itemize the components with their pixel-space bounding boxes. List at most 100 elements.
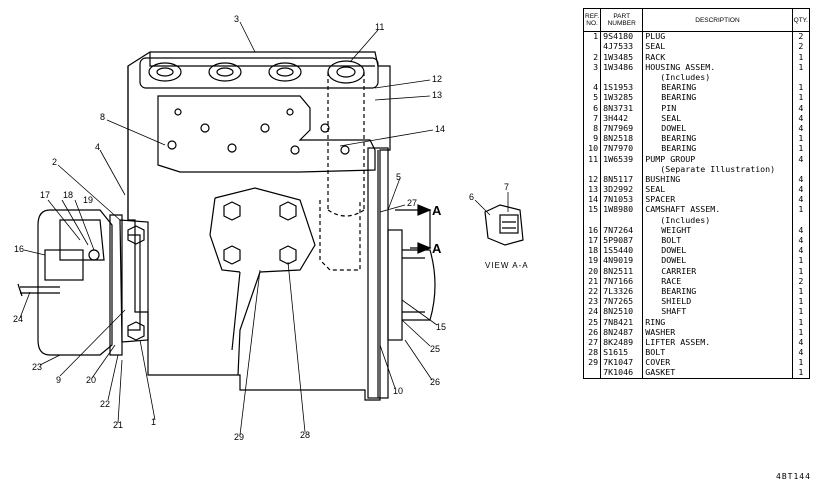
description-cell: BEARING	[642, 82, 793, 94]
part-number-cell: 1W3285	[600, 93, 644, 104]
part-number-cell: 7N7264	[600, 225, 644, 236]
part-number-cell: 1S5440	[600, 245, 644, 257]
part-number-cell: 1W8980	[600, 205, 644, 216]
description-text: RING	[645, 317, 666, 327]
description-cell: RING	[642, 317, 793, 328]
housing	[109, 51, 436, 401]
part-number-cell: 7N7969	[600, 123, 644, 134]
part-number-cell: 3D2992	[600, 184, 644, 195]
description-cell: CARRIER	[642, 266, 793, 277]
ref-cell	[582, 72, 602, 83]
part-number-cell: 5P9087	[600, 235, 644, 246]
ref-cell: 25	[582, 317, 602, 328]
callout-29: 29	[234, 432, 244, 442]
leader-lines	[19, 21, 509, 436]
qty-cell: 4	[792, 245, 811, 257]
callout-6: 6	[469, 192, 474, 202]
ref-cell: 12	[582, 174, 602, 185]
part-number-cell	[600, 215, 644, 226]
part-number-cell: 4N9019	[600, 256, 644, 267]
header-qty: QTY.	[791, 8, 811, 32]
qty-cell: 4	[792, 123, 811, 134]
part-number-cell: 8N2518	[600, 133, 644, 145]
ref-cell: 22	[582, 286, 602, 297]
part-number-cell: 1W6539	[600, 154, 644, 165]
ref-cell: 20	[582, 266, 602, 277]
description-cell: GASKET	[642, 368, 793, 380]
ref-cell: 8	[582, 123, 602, 134]
qty-cell: 4	[792, 337, 811, 348]
qty-cell	[792, 72, 811, 83]
table-row: (Separate Illustration)	[582, 164, 811, 175]
callout-12: 12	[432, 74, 442, 84]
qty-cell: 4	[792, 235, 811, 246]
callout-9: 9	[56, 375, 61, 385]
description-text: WEIGHT	[661, 225, 692, 235]
qty-cell	[792, 164, 811, 175]
description-text: (Includes)	[660, 72, 711, 83]
description-text: (Includes)	[660, 215, 711, 225]
part-number-cell	[600, 164, 644, 175]
ref-cell	[582, 215, 602, 226]
qty-cell: 1	[792, 296, 811, 308]
part-number-cell: 4J7533	[600, 42, 644, 53]
part-number-cell: 1W3486	[600, 62, 644, 73]
ref-cell: 13	[582, 184, 602, 195]
section-label-top: A	[432, 203, 442, 218]
description-text: PLUG	[645, 31, 666, 42]
description-cell: BOLT	[642, 347, 793, 358]
callout-14: 14	[435, 124, 445, 134]
ref-cell: 3	[582, 62, 602, 73]
callout-18: 18	[63, 190, 73, 200]
part-number-cell: 7N7166	[600, 276, 644, 287]
description-cell: HOUSING ASSEM.	[642, 62, 793, 73]
description-text: RACK	[645, 52, 666, 62]
description-text: SEAL	[645, 184, 666, 195]
description-text: BOLT	[645, 347, 666, 358]
description-text: SEAL	[645, 42, 666, 52]
description-cell: SEAL	[642, 184, 793, 195]
ref-cell: 26	[582, 327, 602, 338]
exploded-parts-drawing: 3 11 12 13 14 8 4 2 17 18 19 16 24 23 9 …	[13, 14, 528, 442]
qty-cell: 1	[792, 266, 811, 277]
part-number-cell: 8N2487	[600, 327, 644, 338]
description-cell: WASHER	[642, 327, 793, 338]
callout-27: 27	[407, 198, 417, 208]
table-row: (Includes)	[582, 72, 811, 83]
figure-code: 4BT144	[776, 472, 811, 481]
callout-13: 13	[432, 90, 442, 100]
part-number-cell: 7K1047	[600, 358, 644, 369]
description-text: SPACER	[645, 195, 676, 205]
ref-cell: 15	[582, 205, 602, 216]
qty-cell: 4	[792, 184, 811, 195]
part-number-cell: 7K1046	[600, 368, 644, 380]
ref-cell: 10	[582, 144, 602, 155]
ref-cell: 6	[582, 103, 602, 114]
ref-cell: 1	[582, 31, 602, 43]
callout-20: 20	[86, 375, 96, 385]
description-text: DOWEL	[661, 123, 687, 133]
ref-cell	[582, 368, 602, 380]
callout-10: 10	[393, 386, 403, 396]
description-cell: SHIELD	[642, 296, 793, 308]
